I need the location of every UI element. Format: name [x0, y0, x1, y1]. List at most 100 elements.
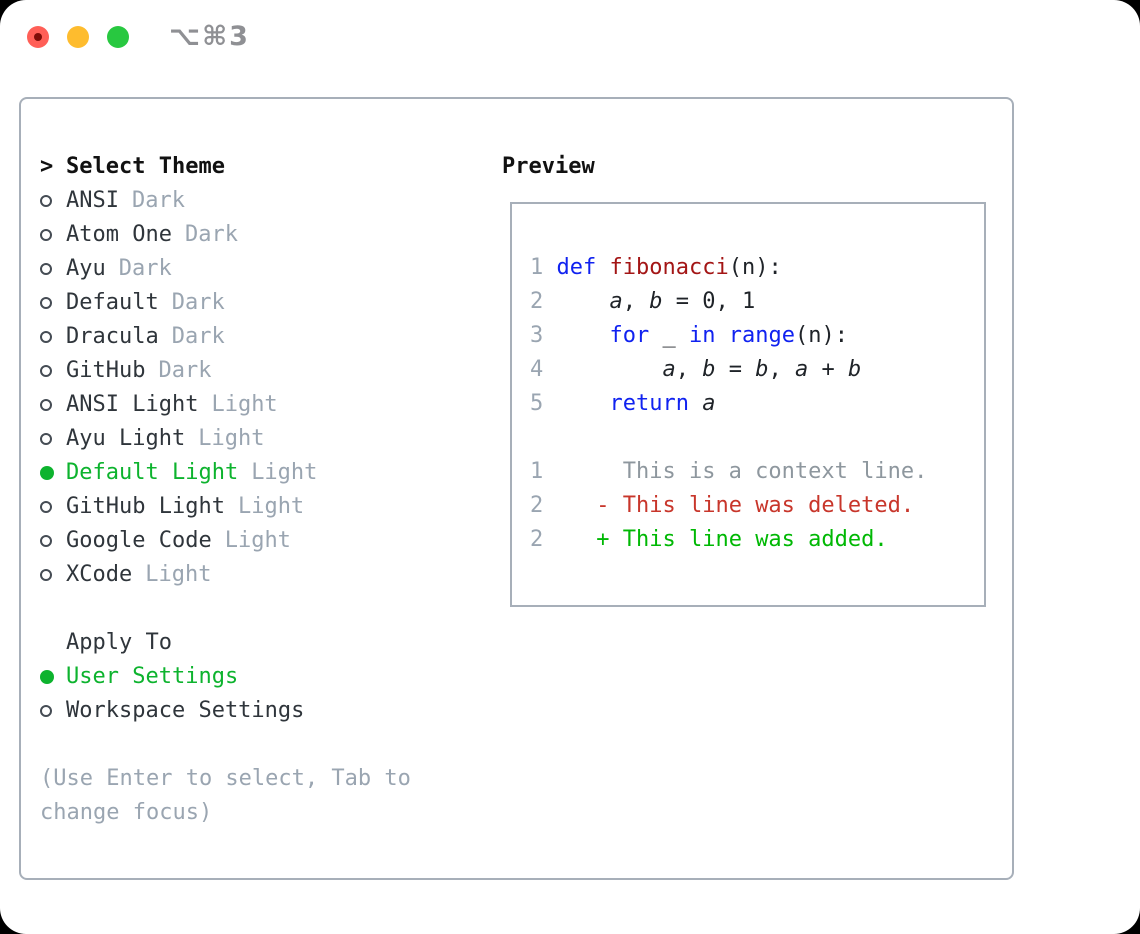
code-token: a: [609, 289, 623, 314]
code-token: [557, 289, 610, 314]
theme-option-list: ANSI Dark Atom One Dark Ayu Dark Default…: [40, 184, 470, 592]
select-theme-header: > Select Theme: [40, 150, 470, 184]
theme-option-ansi[interactable]: ANSI Dark: [40, 184, 470, 218]
code-token: [557, 493, 597, 518]
radio-icon: [40, 535, 52, 547]
apply-option-workspace-settings[interactable]: Workspace Settings: [40, 694, 470, 728]
option-label: Dracula: [66, 324, 159, 349]
line-number: 2: [530, 289, 544, 314]
code-token: This is a context line.: [556, 459, 928, 484]
code-line: 4 a, b = b, a + b: [530, 353, 984, 387]
code-token: b: [702, 357, 716, 382]
apply-to-header: Apply To: [40, 626, 470, 660]
theme-option-default-light[interactable]: Default Light Light: [40, 456, 470, 490]
option-variant: Dark: [131, 188, 185, 213]
code-token: range: [728, 323, 795, 348]
theme-option-ansi-light[interactable]: ANSI Light Light: [40, 388, 470, 422]
radio-icon: [40, 263, 52, 275]
code-token: [557, 391, 610, 416]
radio-icon: [40, 705, 52, 717]
theme-option-ayu-light[interactable]: Ayu Light Light: [40, 422, 470, 456]
apply-to-title: Apply To: [66, 630, 172, 655]
code-token: return: [609, 391, 689, 416]
option-label: Workspace Settings: [66, 698, 305, 723]
code-token: a: [662, 357, 676, 382]
radio-icon: [40, 331, 52, 343]
code-token: - This line was deleted.: [596, 493, 915, 518]
option-variant: Light: [251, 460, 318, 485]
theme-option-github-light[interactable]: GitHub Light Light: [40, 490, 470, 524]
theme-option-google-code[interactable]: Google Code Light: [40, 524, 470, 558]
code-token: [557, 357, 663, 382]
left-column: > Select Theme ANSI Dark Atom One Dark A…: [40, 150, 470, 830]
code-token: def: [556, 255, 597, 280]
apply-option-user-settings[interactable]: User Settings: [40, 660, 470, 694]
option-variant: Dark: [118, 256, 172, 281]
keyboard-hint: (Use Enter to select, Tab to change focu…: [40, 766, 411, 825]
option-variant: Light: [237, 494, 305, 519]
code-token: a: [702, 391, 716, 416]
radio-icon: [40, 297, 52, 309]
code-token: (n):: [728, 255, 782, 280]
code-token: [689, 391, 702, 416]
option-label: Ayu: [66, 256, 106, 281]
code-token: b: [755, 357, 769, 382]
code-token: ,: [768, 357, 795, 382]
line-number: 3: [530, 323, 544, 348]
code-token: (n):: [794, 323, 848, 348]
apply-to-option-list: User Settings Workspace Settings: [40, 660, 470, 728]
option-label: User Settings: [66, 664, 239, 689]
theme-option-dracula[interactable]: Dracula Dark: [40, 320, 470, 354]
code-token: for: [609, 323, 650, 348]
code-token: = 0, 1: [662, 289, 756, 314]
zoom-button[interactable]: [107, 26, 129, 48]
code-line: 2 + This line was added.: [530, 523, 984, 557]
option-variant: Light: [198, 426, 265, 451]
option-label: Google Code: [66, 528, 212, 553]
line-number: 1: [530, 255, 544, 280]
spacer: [40, 728, 470, 762]
theme-option-github[interactable]: GitHub Dark: [40, 354, 470, 388]
code-token: ,: [675, 357, 703, 382]
code-token: in: [688, 323, 716, 348]
option-variant: Light: [145, 562, 212, 587]
code-token: _: [649, 323, 689, 348]
select-theme-title: Select Theme: [66, 154, 225, 179]
minimize-button[interactable]: [67, 26, 89, 48]
code-token: [557, 527, 597, 552]
theme-option-ayu[interactable]: Ayu Dark: [40, 252, 470, 286]
code-token: ,: [622, 289, 650, 314]
preview-title: Preview: [502, 154, 595, 179]
radio-icon: [40, 670, 54, 684]
code-token: =: [715, 357, 756, 382]
preview-box: 1 def fibonacci(n): 2 a, b = 0, 1 3 for …: [510, 202, 986, 607]
code-token: a: [794, 357, 809, 382]
window-title: ⌥⌘3: [169, 21, 250, 52]
code-token: [557, 323, 610, 348]
line-number: 1: [530, 459, 544, 484]
option-label: GitHub: [66, 358, 146, 383]
spacer: [40, 592, 470, 626]
title-bar: ⌥⌘3: [27, 21, 250, 52]
radio-icon: [40, 433, 52, 445]
theme-option-default[interactable]: Default Dark: [40, 286, 470, 320]
option-variant: Light: [211, 392, 278, 417]
code-line: 1 This is a context line.: [530, 455, 984, 489]
radio-icon: [40, 569, 52, 581]
line-number: 5: [530, 391, 544, 416]
theme-option-xcode[interactable]: XCode Light: [40, 558, 470, 592]
close-button[interactable]: [27, 26, 49, 48]
code-line: 1 def fibonacci(n):: [530, 251, 984, 285]
option-variant: Dark: [158, 358, 212, 383]
code-token: fibonacci: [609, 255, 729, 280]
option-variant: Dark: [171, 290, 225, 315]
code-token: [715, 323, 728, 348]
radio-icon: [40, 229, 52, 241]
option-label: ANSI: [66, 188, 119, 213]
option-label: Atom One: [66, 222, 172, 247]
option-variant: Light: [224, 528, 291, 553]
option-label: ANSI Light: [66, 392, 199, 417]
theme-option-atom-one[interactable]: Atom One Dark: [40, 218, 470, 252]
radio-icon: [40, 195, 52, 207]
